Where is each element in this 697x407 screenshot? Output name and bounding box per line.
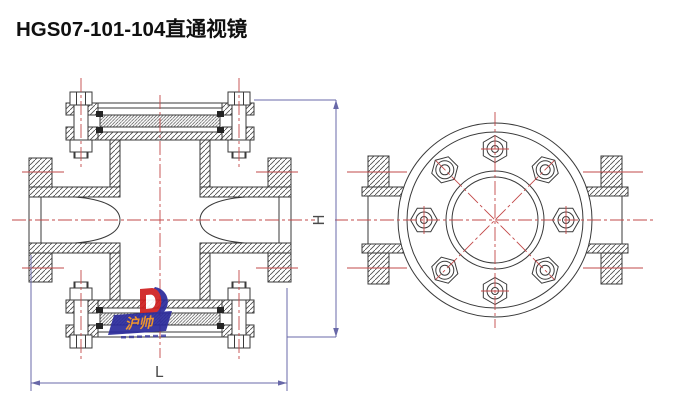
label-backing [315, 204, 335, 236]
dimension-labels: H L [155, 214, 328, 381]
logo-brand-text: 沪帅 [124, 314, 155, 332]
logo-subtext [121, 334, 166, 339]
watermark-logo: 沪帅 [108, 287, 172, 339]
centerlines [12, 78, 654, 362]
bolt [227, 281, 251, 349]
dimension-label-H: H [310, 214, 328, 225]
logo-d-hole [146, 294, 156, 309]
dimension-arrows [31, 100, 339, 386]
pipe-walls [28, 186, 292, 254]
dimension-label-L: L [155, 363, 164, 381]
dimension-lines [30, 99, 337, 391]
right-pipe-flange [267, 157, 292, 283]
right-side-flange [585, 155, 629, 285]
logo-swoosh [151, 287, 168, 317]
bolt [69, 281, 93, 349]
logo-banner [108, 311, 172, 335]
page-title: HGS07-101-104直通视镜 [16, 17, 248, 41]
